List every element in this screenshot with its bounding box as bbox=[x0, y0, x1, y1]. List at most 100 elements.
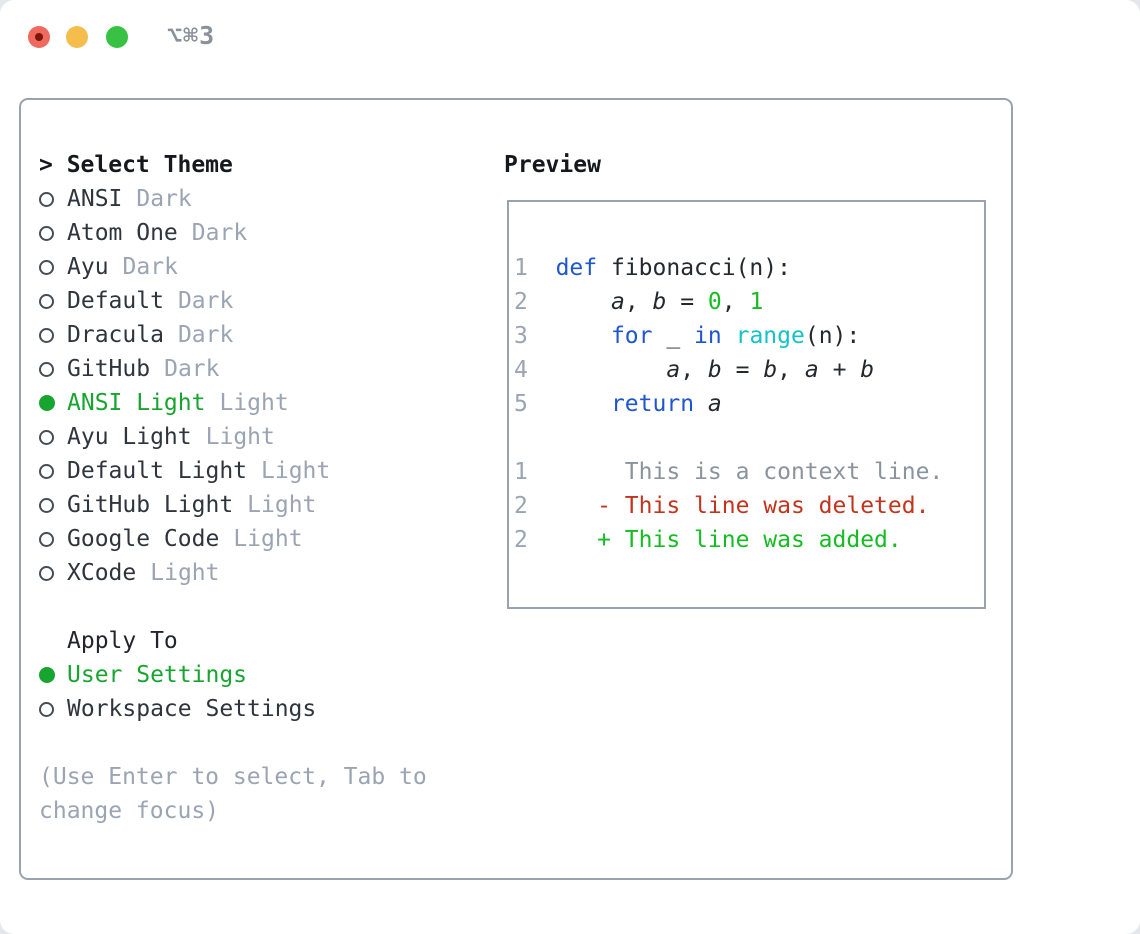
theme-option[interactable]: Default Light Light bbox=[39, 454, 427, 488]
preview-blank-line bbox=[514, 421, 984, 455]
theme-variant: Dark bbox=[136, 186, 192, 212]
radio-icon bbox=[39, 191, 67, 207]
theme-variant: Dark bbox=[177, 322, 234, 348]
select-theme-header: > Select Theme bbox=[39, 152, 233, 178]
code-token: , bbox=[680, 357, 708, 383]
line-number: 4 bbox=[514, 357, 528, 383]
theme-name: Atom One bbox=[67, 220, 178, 246]
theme-option[interactable]: Default Dark bbox=[39, 284, 427, 318]
radio-icon bbox=[39, 429, 67, 445]
code-token: range bbox=[735, 323, 805, 349]
titlebar: ⌥⌘3 bbox=[0, 0, 1140, 80]
code-token: , bbox=[624, 289, 653, 315]
code-token: 1 bbox=[749, 289, 764, 315]
code-token: a bbox=[666, 357, 681, 383]
radio-icon bbox=[39, 225, 67, 241]
theme-variant: Dark bbox=[177, 288, 234, 314]
code-token: b bbox=[763, 357, 778, 383]
theme-option[interactable]: GitHub Light Light bbox=[39, 488, 427, 522]
preview-pane: 1 def fibonacci(n): 2 a, b = 0, 1 3 for … bbox=[507, 200, 986, 609]
code-token: in bbox=[694, 323, 722, 349]
apply-option-workspace-settings[interactable]: Workspace Settings bbox=[39, 692, 427, 726]
window-title: ⌥⌘3 bbox=[167, 21, 216, 50]
theme-option[interactable]: Ayu Light Light bbox=[39, 420, 427, 454]
preview-line: 1 def fibonacci(n): bbox=[514, 251, 984, 285]
line-number: 2 bbox=[514, 289, 528, 315]
code-token bbox=[528, 255, 556, 281]
radio-icon bbox=[39, 565, 67, 581]
code-token: b bbox=[652, 289, 667, 315]
code-token: return bbox=[610, 391, 695, 417]
theme-name: GitHub bbox=[67, 356, 151, 382]
theme-option[interactable]: GitHub Dark bbox=[39, 352, 427, 386]
zoom-button[interactable] bbox=[106, 26, 128, 48]
radio-icon bbox=[39, 463, 67, 479]
code-token: = bbox=[721, 357, 764, 383]
preview-header: Preview bbox=[504, 152, 601, 178]
diff-deleted-text: - This line was deleted. bbox=[527, 493, 930, 519]
apply-option-label: User Settings bbox=[67, 662, 248, 688]
code-token: fibonacci(n): bbox=[597, 255, 791, 281]
apply-option-label: Workspace Settings bbox=[67, 696, 317, 722]
code-token: _ bbox=[652, 323, 695, 349]
theme-variant: Light bbox=[233, 526, 303, 552]
radio-icon bbox=[39, 293, 67, 309]
preview-line: 5 return a bbox=[514, 387, 984, 421]
theme-variant: Light bbox=[205, 424, 275, 450]
hint-text: (Use Enter to select, Tab to bbox=[39, 764, 427, 790]
code-token: b bbox=[860, 357, 875, 383]
preview-line: 3 for _ in range(n): bbox=[514, 319, 984, 353]
radio-icon bbox=[39, 259, 67, 275]
close-button[interactable] bbox=[28, 26, 50, 48]
diff-added-text: + This line was added. bbox=[527, 527, 902, 553]
theme-name: Google Code bbox=[67, 526, 220, 552]
code-token: 0 bbox=[707, 289, 722, 315]
theme-option[interactable]: ANSI Dark bbox=[39, 182, 427, 216]
radio-icon bbox=[39, 361, 67, 377]
theme-variant: Dark bbox=[191, 220, 248, 246]
radio-icon bbox=[39, 701, 67, 717]
code-token bbox=[528, 323, 611, 349]
code-token: , bbox=[777, 357, 805, 383]
apply-option-user-settings[interactable]: User Settings bbox=[39, 658, 427, 692]
line-number: 3 bbox=[514, 323, 528, 349]
code-token: , bbox=[721, 289, 750, 315]
theme-name: GitHub Light bbox=[67, 492, 234, 518]
theme-name: ANSI bbox=[67, 186, 123, 212]
code-token bbox=[694, 391, 708, 417]
theme-name: ANSI Light bbox=[67, 390, 206, 416]
section-gap bbox=[39, 590, 427, 624]
code-token: a bbox=[707, 391, 722, 417]
code-token: + bbox=[818, 357, 861, 383]
radio-selected-icon bbox=[39, 395, 67, 411]
theme-option[interactable]: Atom One Dark bbox=[39, 216, 427, 250]
code-token: b bbox=[707, 357, 722, 383]
radio-icon bbox=[39, 531, 67, 547]
line-number: 1 bbox=[514, 459, 528, 485]
line-number: 1 bbox=[514, 255, 528, 281]
theme-selector: > Select Theme ANSI Dark Atom One Dark A… bbox=[39, 148, 427, 828]
diff-context-text: This is a context line. bbox=[527, 459, 944, 485]
theme-option[interactable]: Dracula Dark bbox=[39, 318, 427, 352]
code-token: (n): bbox=[804, 323, 861, 349]
section-gap bbox=[39, 726, 427, 760]
preview-diff-context-line: 1 This is a context line. bbox=[514, 455, 984, 489]
theme-variant: Dark bbox=[122, 254, 178, 280]
code-token bbox=[528, 391, 611, 417]
theme-option[interactable]: XCode Light bbox=[39, 556, 427, 590]
theme-option[interactable]: ANSI Light Light bbox=[39, 386, 427, 420]
line-number: 5 bbox=[514, 391, 528, 417]
theme-name: Dracula bbox=[67, 322, 164, 348]
code-token: def bbox=[555, 255, 598, 281]
theme-variant: Light bbox=[150, 560, 220, 586]
minimize-button[interactable] bbox=[66, 26, 88, 48]
hint-text: change focus) bbox=[39, 798, 220, 824]
main-panel: > Select Theme ANSI Dark Atom One Dark A… bbox=[19, 98, 1013, 880]
preview-line: 2 a, b = 0, 1 bbox=[514, 285, 984, 319]
line-number: 2 bbox=[514, 527, 528, 553]
line-number: 2 bbox=[514, 493, 528, 519]
code-token bbox=[528, 289, 611, 315]
theme-option[interactable]: Ayu Dark bbox=[39, 250, 427, 284]
theme-option[interactable]: Google Code Light bbox=[39, 522, 427, 556]
theme-name: Default Light bbox=[67, 458, 248, 484]
